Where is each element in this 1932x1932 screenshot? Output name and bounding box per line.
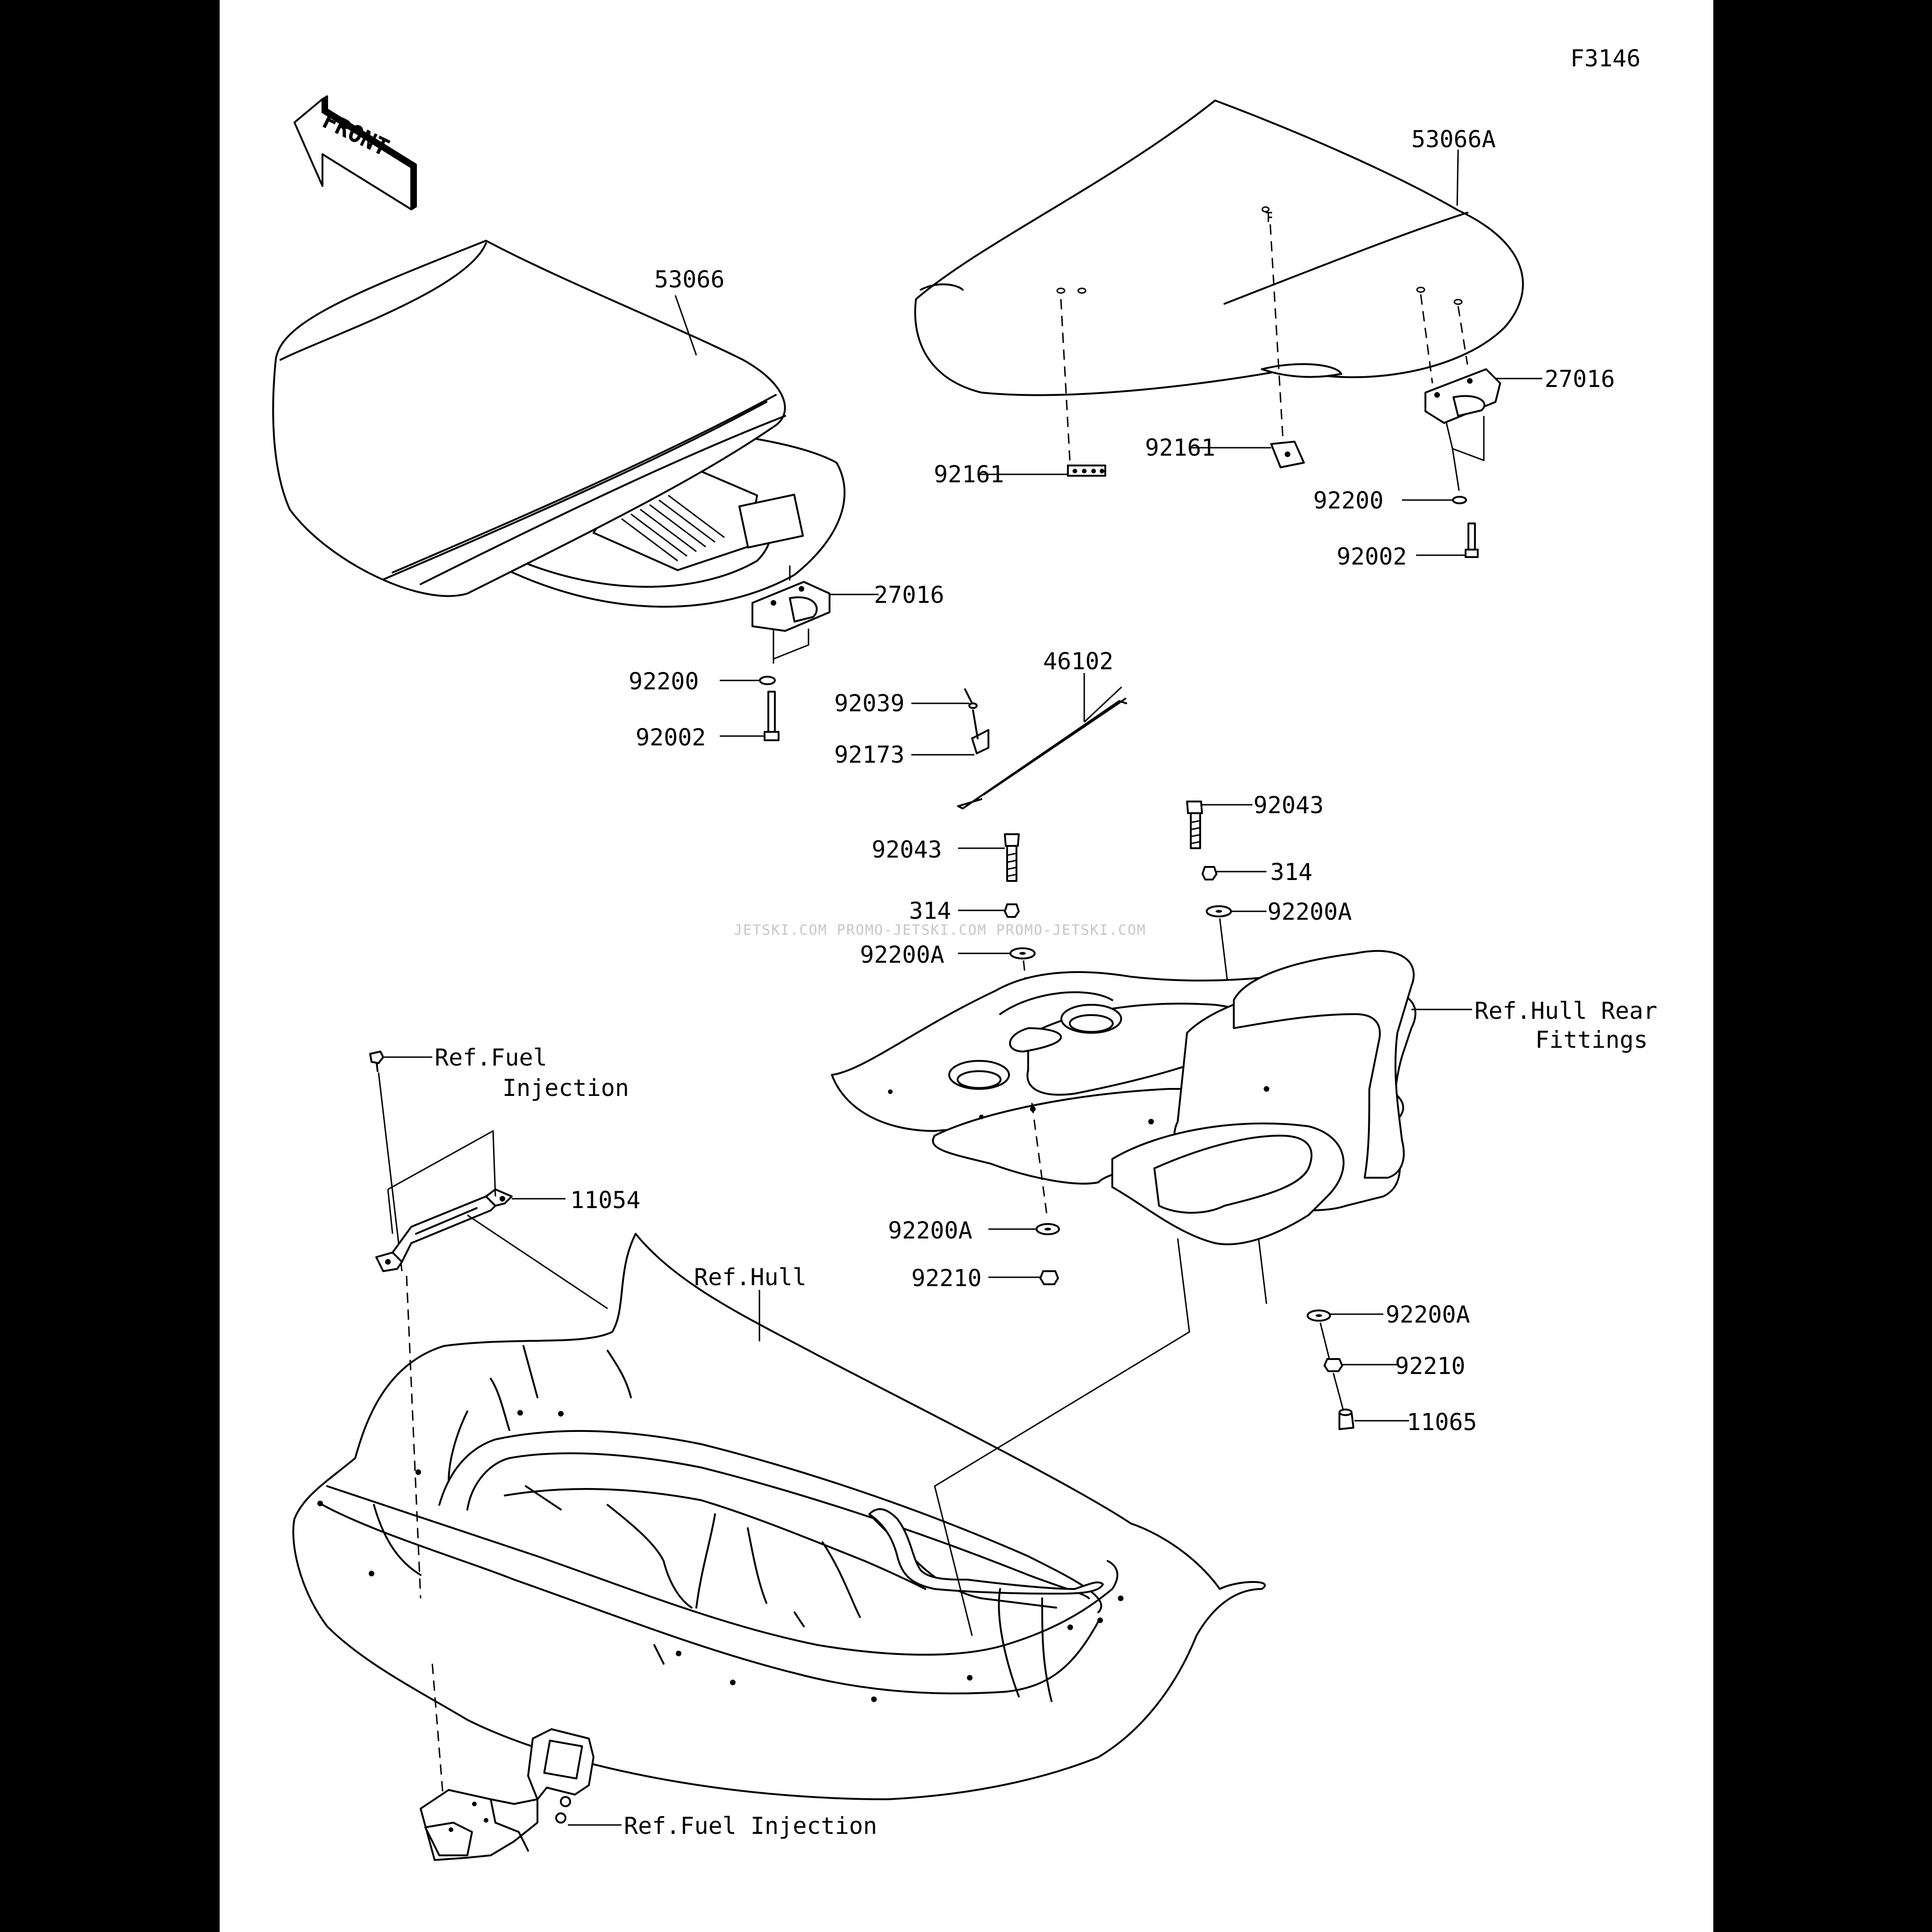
label-92002-front: 92002 bbox=[636, 724, 706, 751]
label-92210-left: 92210 bbox=[911, 1265, 982, 1292]
stud-right bbox=[1186, 801, 1203, 849]
label-92200A-lower-right: 92200A bbox=[1386, 1301, 1470, 1328]
label-ref-hull-rear-2: Fittings bbox=[1535, 1026, 1648, 1053]
label-ref-fuel-bottom: Ref.Fuel Injection bbox=[624, 1812, 877, 1839]
label-92173: 92173 bbox=[834, 741, 905, 768]
fuel-injection-bracket bbox=[420, 1728, 594, 1861]
rear-seat bbox=[914, 100, 1524, 396]
label-92200-front: 92200 bbox=[629, 668, 699, 695]
label-92200A-upper-left: 92200A bbox=[860, 941, 945, 968]
bolt-ref-fuel bbox=[369, 1051, 384, 1072]
label-92002-rear: 92002 bbox=[1337, 543, 1407, 570]
label-27016-front: 27016 bbox=[874, 581, 945, 608]
washer-a-lower-right bbox=[1307, 1309, 1331, 1322]
nut-92161-center bbox=[1270, 441, 1305, 468]
grommet-left bbox=[1004, 903, 1020, 918]
label-92161-center: 92161 bbox=[1145, 434, 1216, 461]
front-seat bbox=[272, 240, 846, 608]
nut-lower-left bbox=[1039, 1270, 1059, 1285]
label-92039: 92039 bbox=[834, 690, 905, 717]
rear-washer bbox=[1452, 496, 1467, 504]
cap-11065 bbox=[1338, 1409, 1354, 1430]
label-27016-rear: 27016 bbox=[1545, 365, 1615, 393]
front-arrow-icon: FRONT bbox=[293, 95, 417, 210]
watermark-text: JETSKI.COM PROMO-JETSKI.COM PROMO-JETSKI… bbox=[734, 922, 1146, 938]
label-ref-fuel-2: Injection bbox=[502, 1074, 629, 1102]
label-92200A-lower-left: 92200A bbox=[888, 1217, 973, 1244]
washer-a-lower-left bbox=[1036, 1223, 1060, 1235]
rear-seat-holes bbox=[1056, 206, 1463, 305]
label-11065: 11065 bbox=[1407, 1409, 1477, 1436]
rod-clamp bbox=[971, 709, 989, 754]
nut-lower-right bbox=[1324, 1358, 1343, 1372]
seat-underside-hatch bbox=[621, 494, 725, 562]
grommet-right bbox=[1202, 866, 1217, 880]
label-92200-rear: 92200 bbox=[1313, 487, 1384, 514]
front-washer bbox=[759, 676, 776, 685]
label-ref-hull: Ref.Hull bbox=[694, 1264, 807, 1291]
seat-lock-rod bbox=[957, 698, 1127, 809]
label-92200A-upper-right: 92200A bbox=[1267, 898, 1352, 925]
front-bolt bbox=[764, 691, 780, 741]
label-92210-right: 92210 bbox=[1395, 1352, 1466, 1380]
front-seat-hook bbox=[751, 581, 830, 632]
nut-92161-left bbox=[1067, 465, 1106, 477]
label-92161-left: 92161 bbox=[934, 461, 1004, 488]
rear-seat-hook bbox=[1424, 368, 1501, 424]
rear-bolt bbox=[1465, 522, 1479, 558]
label-ref-hull-rear-1: Ref.Hull Rear bbox=[1474, 997, 1657, 1024]
label-314-left: 314 bbox=[909, 897, 951, 924]
spring-pin bbox=[964, 688, 978, 709]
label-53066A: 53066A bbox=[1411, 126, 1496, 153]
label-92043-left: 92043 bbox=[872, 836, 942, 863]
washer-a-upper-left bbox=[1009, 947, 1036, 959]
label-92043-right: 92043 bbox=[1253, 792, 1324, 819]
hull bbox=[292, 1233, 1266, 1800]
label-ref-fuel-1: Ref.Fuel bbox=[435, 1044, 547, 1071]
hull-rear-fittings bbox=[831, 950, 1417, 1245]
washer-a-upper-right bbox=[1206, 905, 1232, 917]
bracket-11054 bbox=[375, 1188, 513, 1272]
figure-code: F3146 bbox=[1570, 45, 1641, 72]
stud-left bbox=[1004, 833, 1020, 882]
label-53066: 53066 bbox=[654, 266, 725, 293]
label-46102: 46102 bbox=[1043, 648, 1114, 675]
label-314-right: 314 bbox=[1270, 859, 1312, 886]
label-11054: 11054 bbox=[570, 1187, 641, 1214]
